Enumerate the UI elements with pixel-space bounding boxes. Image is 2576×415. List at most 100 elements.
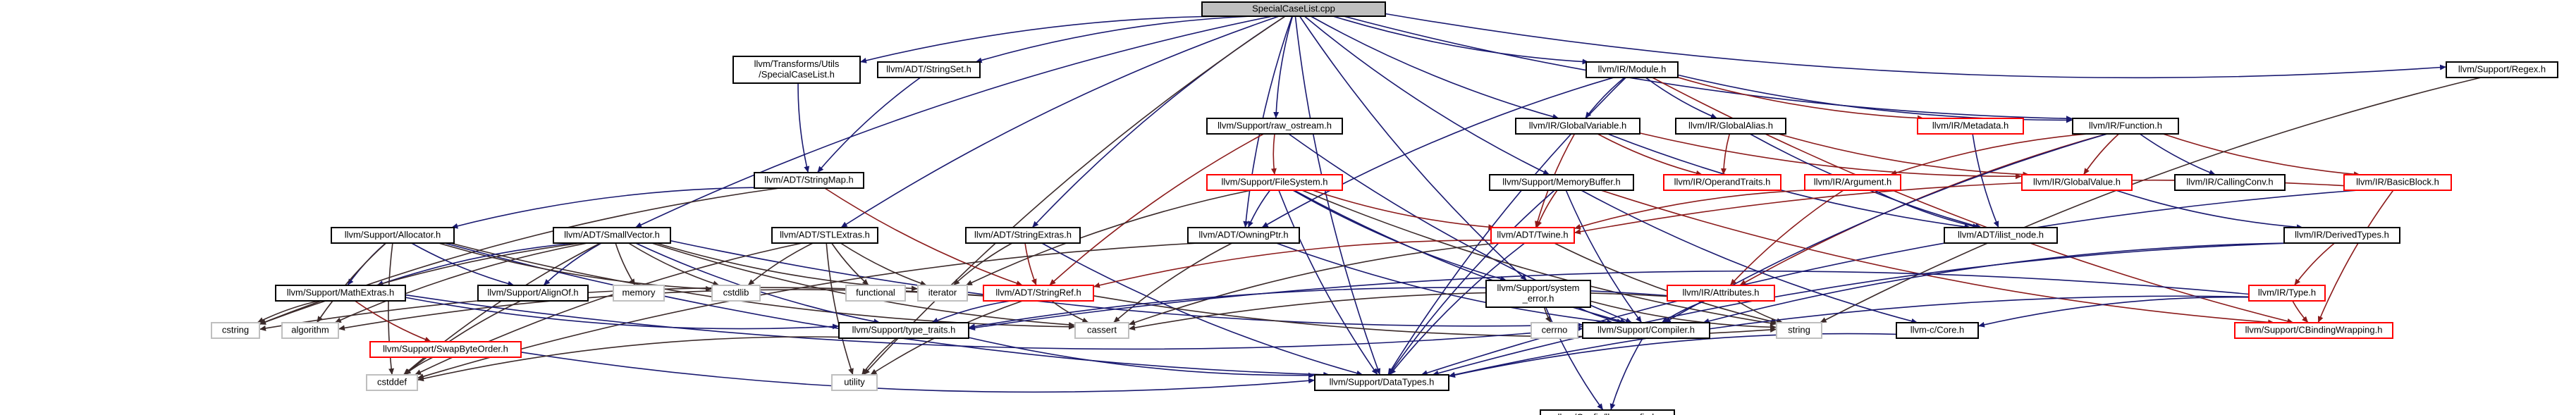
node-box-stringextras — [965, 227, 1081, 244]
node-cerrno: cerrno — [1531, 322, 1578, 339]
edge-compiler-to-llvmconfig — [1609, 337, 1643, 411]
edge-root-to-smallvector — [634, 16, 1273, 228]
edge-alignof-to-cstddef — [403, 300, 522, 376]
node-alignof[interactable]: llvm/Support/AlignOf.h — [477, 285, 589, 302]
node-smallvector[interactable]: llvm/ADT/SmallVector.h — [553, 227, 671, 244]
node-stringref[interactable]: llvm/ADT/StringRef.h — [983, 285, 1094, 302]
node-derivedtypes[interactable]: llvm/IR/DerivedTypes.h — [2283, 227, 2400, 244]
node-type[interactable]: llvm/IR/Type.h — [2248, 285, 2326, 302]
edge-allocator-to-cstddef — [388, 242, 395, 376]
node-label-regex-0: llvm/Support/Regex.h — [2458, 63, 2546, 74]
node-stringmap[interactable]: llvm/ADT/StringMap.h — [754, 172, 864, 189]
node-label-derivedtypes-0: llvm/IR/DerivedTypes.h — [2295, 229, 2389, 240]
node-operandtraits[interactable]: llvm/IR/OperandTraits.h — [1663, 174, 1781, 191]
node-basicblock[interactable]: llvm/IR/BasicBlock.h — [2343, 174, 2452, 191]
node-llvmconfig[interactable]: llvm/Config/llvm-config.h — [1540, 409, 1675, 415]
edge-stlextras-to-iterator — [840, 242, 927, 286]
node-raw_ostream[interactable]: llvm/Support/raw_ostream.h — [1206, 118, 1343, 135]
node-allocator[interactable]: llvm/Support/Allocator.h — [331, 227, 455, 244]
node-swapbyteorder[interactable]: llvm/Support/SwapByteOrder.h — [369, 341, 522, 358]
node-box-allocator — [331, 227, 455, 244]
edge-memorybuffer-to-compiler — [1565, 190, 1643, 323]
node-stringextras[interactable]: llvm/ADT/StringExtras.h — [965, 227, 1081, 244]
node-box-stringset — [877, 61, 981, 78]
node-filesystem[interactable]: llvm/Support/FileSystem.h — [1206, 174, 1343, 191]
node-box-argument — [1804, 174, 1901, 191]
edge-type-to-datatypes — [1448, 295, 2250, 378]
node-box-callingconv — [2174, 174, 2286, 191]
node-label-ilist_node-0: llvm/ADT/ilist_node.h — [1958, 229, 2044, 240]
node-system_error[interactable]: llvm/Support/system_error.h — [1485, 280, 1591, 308]
edge-allocator-to-cassert — [450, 242, 1076, 330]
node-box-filesystem — [1206, 174, 1343, 191]
node-label-module-0: llvm/IR/Module.h — [1598, 63, 1667, 74]
node-regex[interactable]: llvm/Support/Regex.h — [2446, 61, 2558, 78]
edge-allocator-to-algorithm — [316, 242, 387, 323]
edge-root-to-stringset — [975, 16, 1251, 63]
node-box-cbinding — [2234, 322, 2393, 339]
edge-type_traits-to-datatypes — [968, 337, 1315, 378]
node-memory: memory — [613, 285, 665, 302]
node-label-function-0: llvm/IR/Function.h — [2089, 120, 2162, 130]
node-box-mathextras — [275, 285, 406, 302]
edge-twine-to-string — [1554, 242, 1778, 324]
node-label-stringmap-0: llvm/ADT/StringMap.h — [764, 174, 853, 185]
edge-memorybuffer-to-llvm_c_core — [1581, 190, 1918, 324]
edge-twine-to-stringref — [1093, 240, 1492, 288]
node-callingconv[interactable]: llvm/IR/CallingConv.h — [2174, 174, 2286, 191]
node-box-derivedtypes — [2283, 227, 2400, 244]
edge-smallvector-to-cstring — [259, 242, 582, 326]
node-datatypes[interactable]: llvm/Support/DataTypes.h — [1314, 374, 1449, 391]
node-globalvalue[interactable]: llvm/IR/GlobalValue.h — [2021, 174, 2133, 191]
node-cbinding[interactable]: llvm/Support/CBindingWrapping.h — [2234, 322, 2393, 339]
node-llvm_c_core[interactable]: llvm-c/Core.h — [1896, 322, 1979, 339]
node-label-filesystem-0: llvm/Support/FileSystem.h — [1222, 176, 1328, 187]
node-compiler[interactable]: llvm/Support/Compiler.h — [1582, 322, 1710, 339]
node-module[interactable]: llvm/IR/Module.h — [1586, 61, 1679, 78]
edge-system_error-to-cerrno — [1543, 306, 1552, 323]
node-label-globalalias-0: llvm/IR/GlobalAlias.h — [1688, 120, 1773, 130]
node-type_traits[interactable]: llvm/Support/type_traits.h — [838, 322, 969, 339]
node-globalalias[interactable]: llvm/IR/GlobalAlias.h — [1675, 118, 1786, 135]
node-box-metadata — [1917, 118, 2024, 135]
node-string: string — [1776, 322, 1822, 339]
node-label-llvmconfig-0: llvm/Config/llvm-config.h — [1558, 411, 1657, 415]
edge-root-to-regex — [1385, 13, 2447, 79]
node-twine[interactable]: llvm/ADT/Twine.h — [1490, 227, 1575, 244]
node-label-operandtraits-0: llvm/IR/OperandTraits.h — [1674, 176, 1771, 187]
node-globalvariable[interactable]: llvm/IR/GlobalVariable.h — [1515, 118, 1640, 135]
node-box-algorithm — [281, 322, 339, 339]
node-memorybuffer[interactable]: llvm/Support/MemoryBuffer.h — [1489, 174, 1634, 191]
node-ilist_node[interactable]: llvm/ADT/ilist_node.h — [1944, 227, 2058, 244]
node-label-algorithm-0: algorithm — [291, 324, 329, 335]
edge-swapbyteorder-to-cstddef — [404, 357, 434, 376]
node-stringset[interactable]: llvm/ADT/StringSet.h — [877, 61, 981, 78]
node-box-functional — [845, 285, 906, 302]
node-label-stlextras-0: llvm/ADT/STLExtras.h — [780, 229, 870, 240]
node-label-globalvalue-0: llvm/IR/GlobalValue.h — [2033, 176, 2121, 187]
edge-globalalias-to-operandtraits — [1720, 133, 1731, 175]
node-argument[interactable]: llvm/IR/Argument.h — [1804, 174, 1901, 191]
node-attributes[interactable]: llvm/IR/Attributes.h — [1667, 285, 1775, 302]
edge-memorybuffer-to-datatypes — [1388, 190, 1555, 376]
node-stlextras[interactable]: llvm/ADT/STLExtras.h — [771, 227, 878, 244]
node-box-owningptr — [1187, 227, 1300, 244]
edge-metadata-to-ilist_node — [1972, 133, 1999, 228]
edge-globalvariable-to-ilist_node — [1607, 133, 1971, 230]
node-transforms[interactable]: llvm/Transforms/Utils/SpecialCaseList.h — [732, 56, 861, 84]
edge-globalvariable-to-operandtraits — [1597, 133, 1703, 176]
edge-module-to-globalvariable — [1584, 77, 1625, 119]
node-box-raw_ostream — [1206, 118, 1343, 135]
edge-type_traits-to-utility — [861, 337, 897, 376]
node-owningptr[interactable]: llvm/ADT/OwningPtr.h — [1187, 227, 1300, 244]
edge-root-to-module — [1332, 16, 1589, 65]
node-box-string — [1776, 322, 1822, 339]
node-function[interactable]: llvm/IR/Function.h — [2072, 118, 2179, 135]
node-mathextras[interactable]: llvm/Support/MathExtras.h — [275, 285, 406, 302]
node-root[interactable]: SpecialCaseList.cpp — [1201, 1, 1386, 17]
node-cstdlib: cstdlib — [711, 285, 761, 302]
node-box-smallvector — [553, 227, 671, 244]
edge-type-to-llvm_c_core — [1977, 296, 2250, 328]
edge-stringref-to-type_traits — [931, 300, 1011, 323]
node-metadata[interactable]: llvm/IR/Metadata.h — [1917, 118, 2024, 135]
